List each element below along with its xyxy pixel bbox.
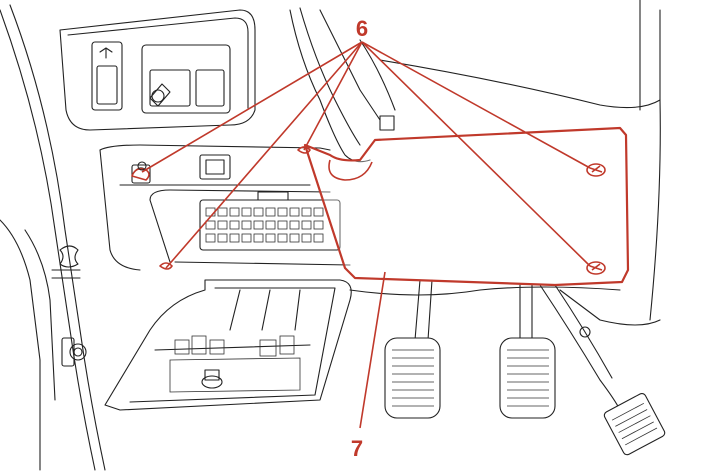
brake-pedal-right bbox=[499, 284, 556, 419]
dash-top-right bbox=[379, 0, 661, 321]
screw-center bbox=[297, 146, 311, 154]
cover-panel bbox=[303, 126, 630, 287]
steering-column bbox=[289, 7, 396, 163]
screw-panel-lower bbox=[586, 261, 606, 275]
leader-line-7 bbox=[359, 271, 386, 429]
screw-panel-upper bbox=[586, 163, 606, 177]
switch-panel bbox=[59, 9, 256, 131]
screw-left-lower bbox=[159, 262, 173, 270]
callout-7: 7 bbox=[351, 436, 363, 461]
leader-lines-6 bbox=[141, 41, 591, 269]
floor-lines bbox=[349, 286, 661, 326]
fuse-box bbox=[199, 191, 341, 251]
brake-pedal-left bbox=[384, 279, 441, 419]
callout-6: 6 bbox=[356, 16, 368, 41]
lower-cavity bbox=[104, 279, 352, 411]
door-frame bbox=[0, 4, 106, 471]
accelerator-pedal bbox=[539, 284, 666, 456]
